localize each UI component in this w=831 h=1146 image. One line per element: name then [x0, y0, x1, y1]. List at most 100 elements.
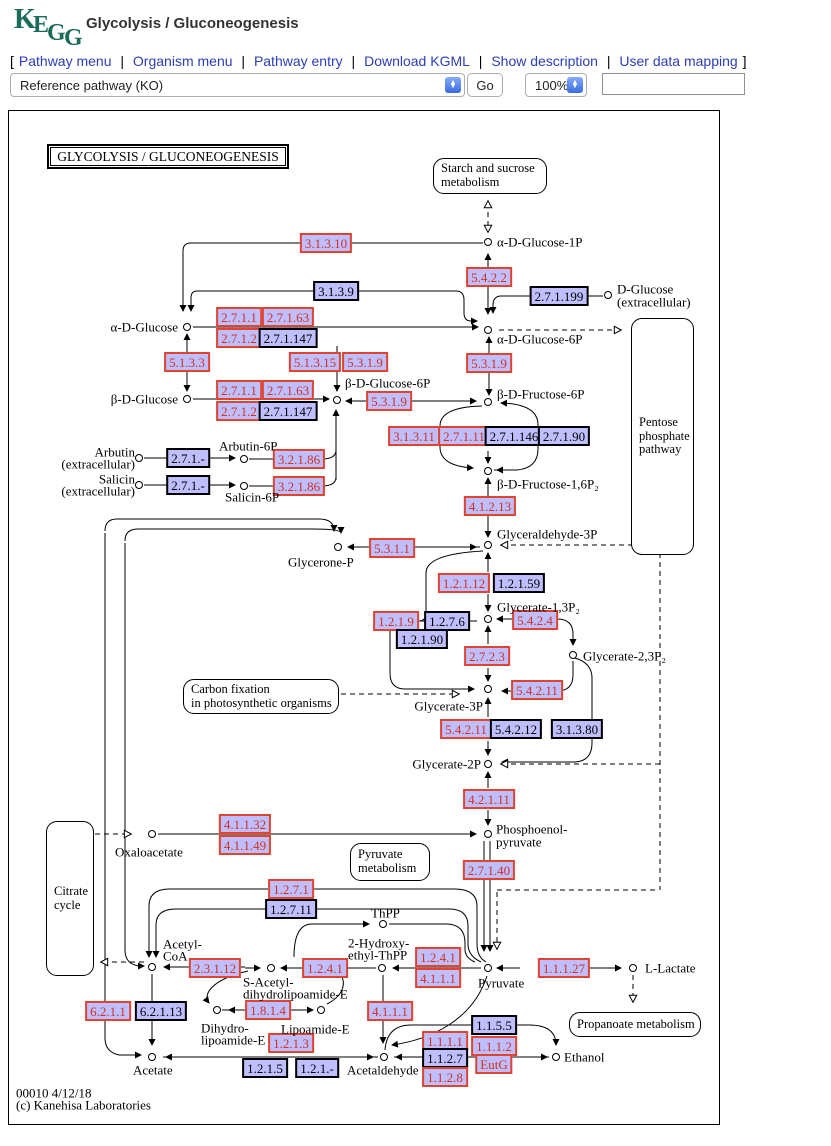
ec-box-2.7.1.1[interactable]: 2.7.1.1	[216, 307, 262, 327]
compound-node[interactable]	[484, 326, 492, 334]
ec-box-1.2.7.1[interactable]: 1.2.7.1	[268, 879, 314, 899]
ec-box-4.2.1.11[interactable]: 4.2.1.11	[463, 789, 515, 809]
compound-node[interactable]	[484, 685, 492, 693]
compound-node[interactable]	[484, 398, 492, 406]
compound-node[interactable]	[484, 541, 492, 549]
pathway-select[interactable]: Reference pathway (KO) ▲▼	[10, 73, 465, 97]
ec-box-1.2.1.59[interactable]: 1.2.1.59	[492, 573, 546, 593]
search-input[interactable]	[602, 73, 745, 95]
ec-box-2.3.1.12[interactable]: 2.3.1.12	[188, 958, 242, 978]
compound-node[interactable]	[604, 291, 612, 299]
compound-node[interactable]	[135, 454, 143, 462]
compound-node[interactable]	[484, 467, 492, 475]
ec-box-1.2.1.9[interactable]: 1.2.1.9	[373, 611, 419, 631]
ec-box-5.3.1.9[interactable]: 5.3.1.9	[366, 391, 412, 411]
ec-box-1.2.1.3[interactable]: 1.2.1.3	[268, 1033, 314, 1053]
compound-node[interactable]	[183, 395, 191, 403]
ec-box-6.2.1.1[interactable]: 6.2.1.1	[85, 1001, 131, 1021]
compound-node[interactable]	[484, 760, 492, 768]
ec-box-5.1.3.3[interactable]: 5.1.3.3	[164, 352, 210, 372]
ec-box-5.4.2.4[interactable]: 5.4.2.4	[512, 610, 558, 630]
ec-box-6.2.1.13[interactable]: 6.2.1.13	[134, 1001, 188, 1021]
ec-box-1.2.7.6[interactable]: 1.2.7.6	[424, 611, 470, 631]
compound-node[interactable]	[267, 964, 275, 972]
ec-box-2.7.1.2[interactable]: 2.7.1.2	[216, 328, 262, 348]
ec-box-1.1.1.2[interactable]: 1.1.1.2	[471, 1036, 517, 1056]
ec-box-1.1.1.27[interactable]: 1.1.1.27	[537, 958, 591, 978]
ec-box-2.7.1.-[interactable]: 2.7.1.-	[166, 448, 210, 468]
kegg-logo[interactable]: K E G G	[12, 6, 83, 52]
ec-box-3.1.3.80[interactable]: 3.1.3.80	[550, 719, 604, 739]
menu-link-user-data-mapping[interactable]: User data mapping	[619, 53, 738, 69]
ec-box-2.7.1.146[interactable]: 2.7.1.146	[484, 426, 544, 446]
ec-box-2.7.1.147[interactable]: 2.7.1.147	[258, 401, 318, 421]
ec-box-5.3.1.9[interactable]: 5.3.1.9	[342, 352, 388, 372]
compound-node[interactable]	[484, 615, 492, 623]
compound-node[interactable]	[629, 964, 637, 972]
ec-box-2.7.1.199[interactable]: 2.7.1.199	[529, 286, 589, 306]
ec-box-4.1.2.13[interactable]: 4.1.2.13	[463, 496, 517, 516]
ec-box-3.1.3.11[interactable]: 3.1.3.11	[388, 426, 440, 446]
compound-node[interactable]	[183, 323, 191, 331]
ec-box-1.2.1.-[interactable]: 1.2.1.-	[295, 1058, 339, 1078]
ec-box-1.1.2.8[interactable]: 1.1.2.8	[422, 1067, 468, 1087]
ec-box-1.8.1.4[interactable]: 1.8.1.4	[245, 1000, 291, 1020]
ec-box-4.1.1.32[interactable]: 4.1.1.32	[218, 814, 272, 834]
compound-node[interactable]	[135, 481, 143, 489]
ec-box-EutG[interactable]: EutG	[475, 1054, 513, 1074]
select-stepper-icon[interactable]: ▲▼	[445, 77, 461, 93]
menu-link-pathway-entry[interactable]: Pathway entry	[253, 53, 343, 69]
ec-box-2.7.1.63[interactable]: 2.7.1.63	[261, 307, 315, 327]
compound-node[interactable]	[317, 1006, 325, 1014]
ec-box-2.7.2.3[interactable]: 2.7.2.3	[464, 646, 510, 666]
ec-box-1.2.7.11[interactable]: 1.2.7.11	[265, 899, 317, 919]
ec-box-3.2.1.86[interactable]: 3.2.1.86	[272, 449, 326, 469]
compound-node[interactable]	[148, 963, 156, 971]
ec-box-2.7.1.2[interactable]: 2.7.1.2	[216, 401, 262, 421]
compound-node[interactable]	[240, 455, 248, 463]
compound-node[interactable]	[569, 651, 577, 659]
menu-link-show-description[interactable]: Show description	[491, 53, 598, 69]
compound-node[interactable]	[484, 964, 492, 972]
ec-box-5.4.2.11[interactable]: 5.4.2.11	[511, 680, 563, 700]
select-stepper-icon[interactable]: ▲▼	[567, 77, 583, 93]
ec-box-2.7.1.-[interactable]: 2.7.1.-	[166, 475, 210, 495]
ec-box-4.1.1.1[interactable]: 4.1.1.1	[415, 968, 461, 988]
compound-node[interactable]	[148, 1053, 156, 1061]
zoom-select[interactable]: 100% ▲▼	[525, 73, 587, 97]
ec-box-2.7.1.40[interactable]: 2.7.1.40	[462, 860, 516, 880]
compound-node[interactable]	[379, 920, 387, 928]
compound-node[interactable]	[334, 543, 342, 551]
ec-box-5.4.2.2[interactable]: 5.4.2.2	[466, 267, 512, 287]
compound-node[interactable]	[380, 1053, 388, 1061]
compound-node[interactable]	[484, 830, 492, 838]
menu-link-download-kgml[interactable]: Download KGML	[364, 53, 470, 69]
go-button[interactable]: Go	[467, 73, 503, 97]
ec-box-3.1.3.9[interactable]: 3.1.3.9	[313, 281, 359, 301]
ec-box-3.1.3.10[interactable]: 3.1.3.10	[299, 233, 353, 253]
ec-box-1.2.1.90[interactable]: 1.2.1.90	[395, 629, 449, 649]
ec-box-1.2.1.5[interactable]: 1.2.1.5	[242, 1058, 288, 1078]
ec-box-1.1.2.7[interactable]: 1.1.2.7	[422, 1048, 468, 1068]
ec-box-2.7.1.63[interactable]: 2.7.1.63	[261, 380, 315, 400]
menu-link-organism-menu[interactable]: Organism menu	[132, 53, 233, 69]
ec-box-4.1.1.1[interactable]: 4.1.1.1	[367, 1001, 413, 1021]
ec-box-1.1.5.5[interactable]: 1.1.5.5	[471, 1015, 517, 1035]
compound-node[interactable]	[148, 830, 156, 838]
ec-box-1.2.1.12[interactable]: 1.2.1.12	[437, 573, 491, 593]
compound-node[interactable]	[333, 396, 341, 404]
ec-box-5.4.2.11[interactable]: 5.4.2.11	[440, 719, 492, 739]
ec-box-2.7.1.90[interactable]: 2.7.1.90	[537, 426, 591, 446]
ec-box-2.7.1.147[interactable]: 2.7.1.147	[258, 328, 318, 348]
compound-node[interactable]	[240, 482, 248, 490]
ec-box-5.3.1.9[interactable]: 5.3.1.9	[466, 353, 512, 373]
ec-box-2.7.1.11[interactable]: 2.7.1.11	[438, 426, 490, 446]
compound-node[interactable]	[378, 964, 386, 972]
compound-node[interactable]	[552, 1053, 560, 1061]
ec-box-4.1.1.49[interactable]: 4.1.1.49	[218, 835, 272, 855]
ec-box-1.2.4.1[interactable]: 1.2.4.1	[302, 958, 348, 978]
